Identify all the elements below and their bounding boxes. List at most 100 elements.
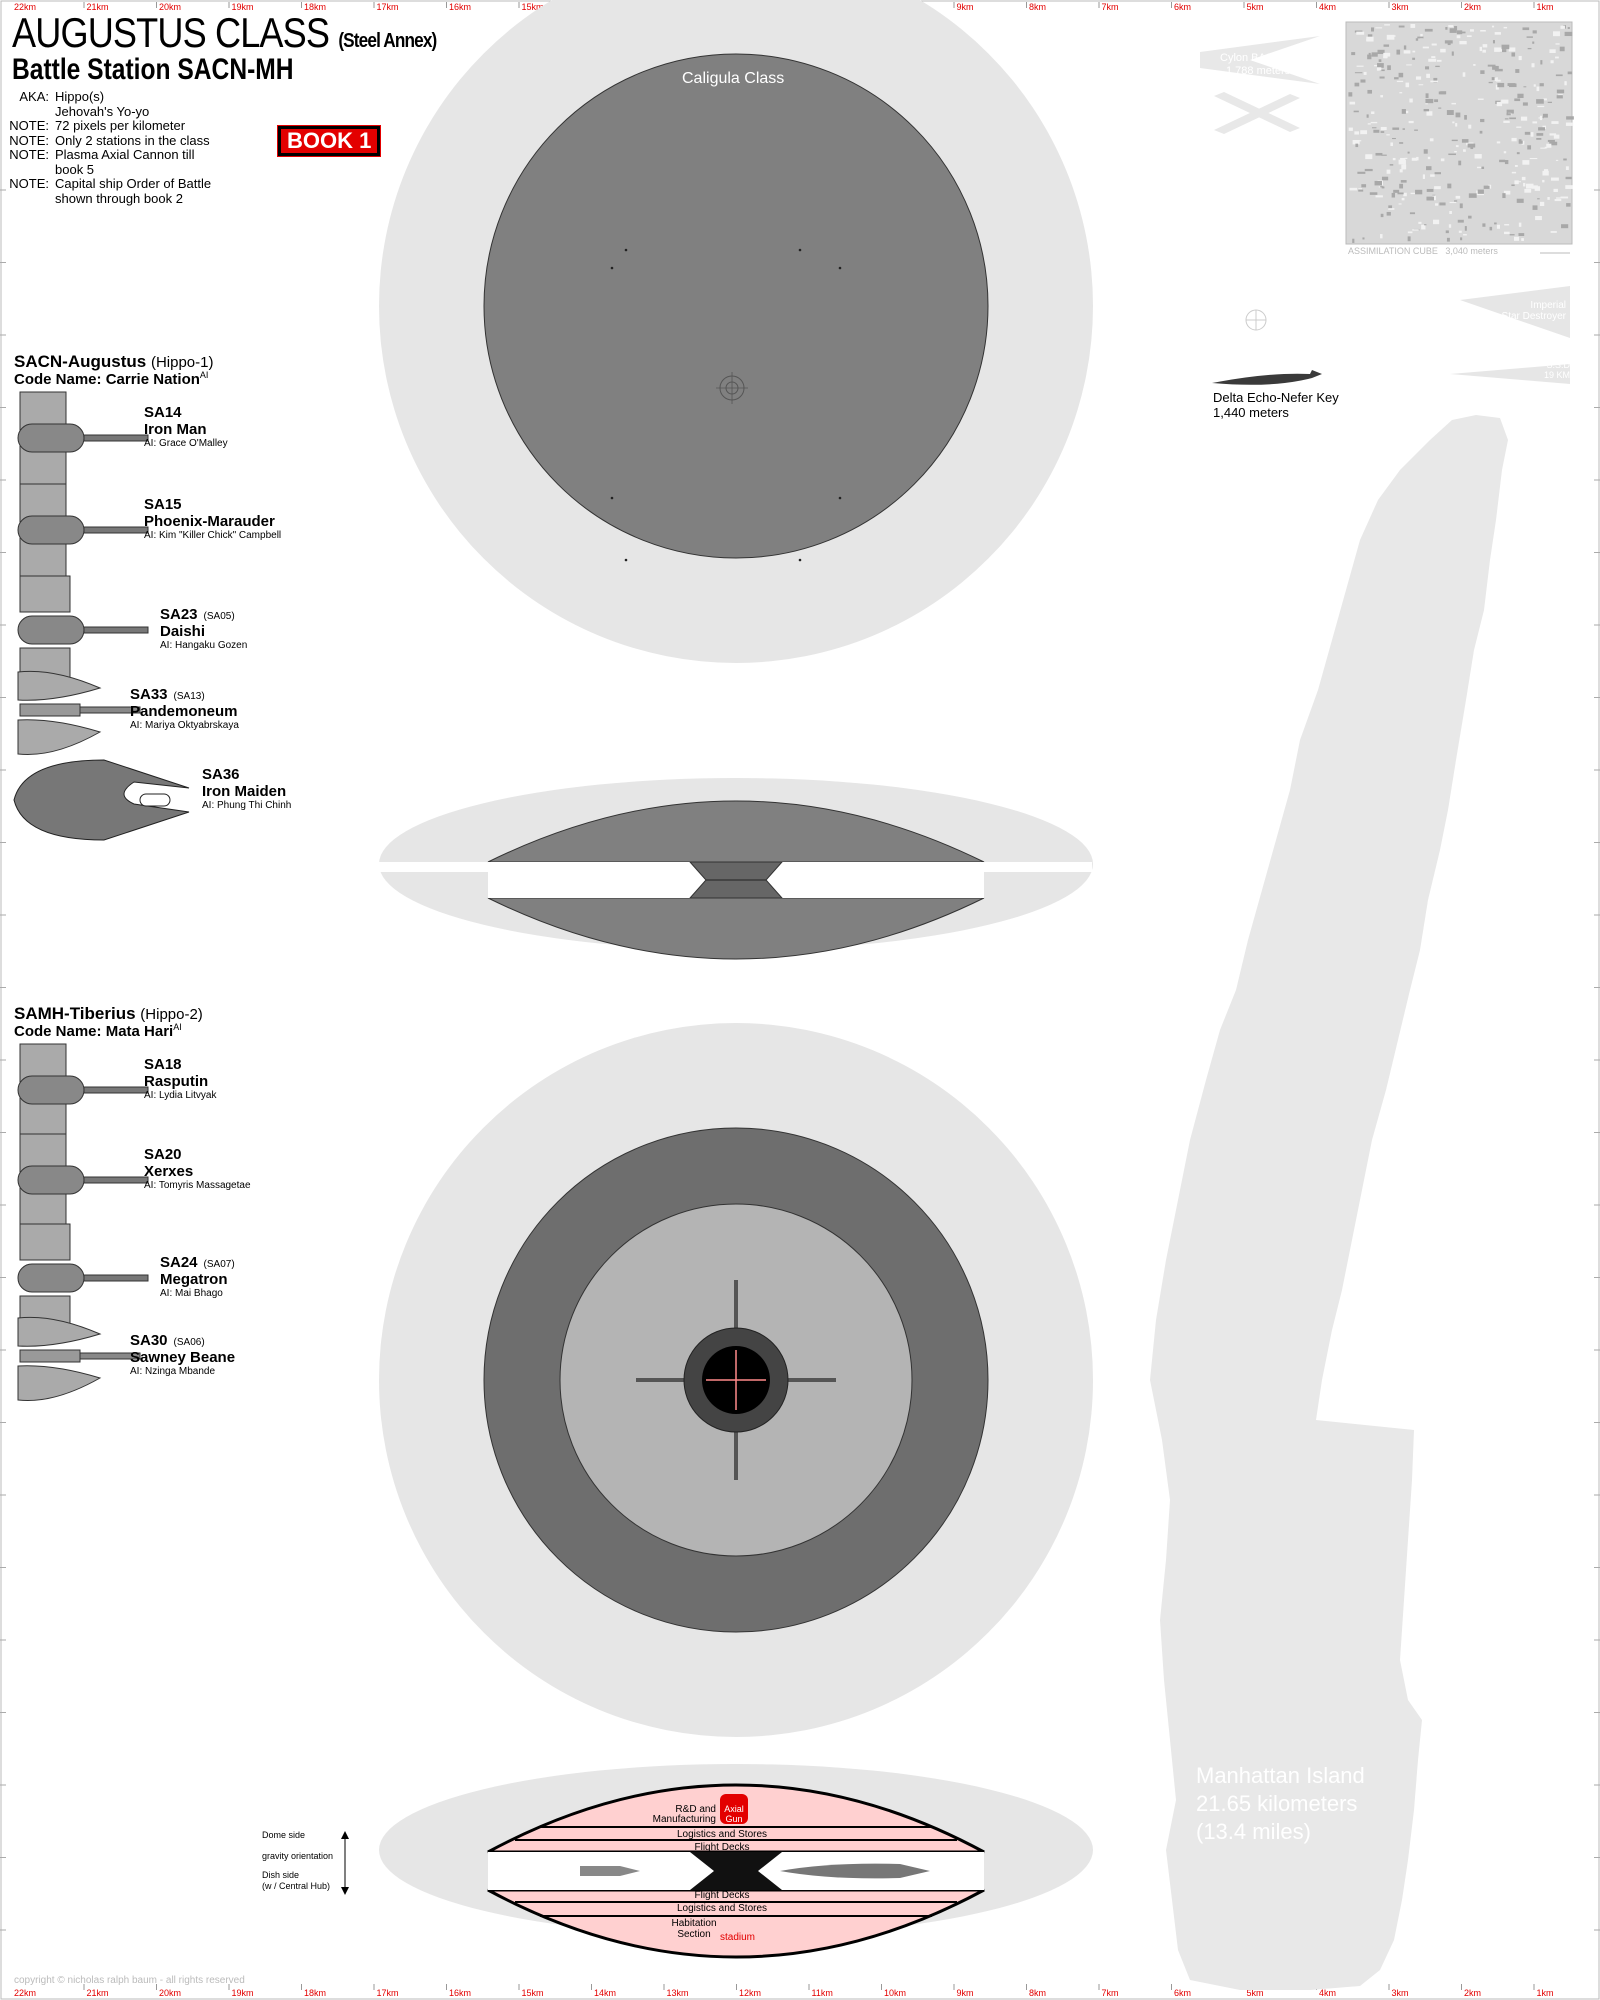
- page-title: AUGUSTUS CLASS (Steel Annex): [12, 9, 437, 62]
- star-destroyer-silhouette: [1460, 286, 1570, 338]
- ruler-label: 13km: [667, 1988, 689, 1998]
- rd-line-1: R&D and: [675, 1804, 716, 1815]
- axial-line-2: Gun: [725, 1814, 743, 1824]
- note-line: book 5: [5, 161, 265, 178]
- ship-id-text: SA24: [160, 1254, 198, 1271]
- assimilation-cube: [1345, 21, 1574, 245]
- ship-alt-id: (SA13): [173, 691, 205, 702]
- ship-name: Phoenix-Marauder: [144, 513, 275, 530]
- code-label: Code Name:: [14, 1023, 102, 1040]
- manhattan-island-silhouette: [1150, 415, 1508, 1990]
- ruler-label: 10km: [884, 1988, 906, 1998]
- ruler-label: 1km: [1537, 1988, 1554, 1998]
- ruler-label: 7km: [1102, 1988, 1119, 1998]
- ship-id-text: SA20: [144, 1146, 182, 1163]
- ship-id-text: SA33: [130, 686, 168, 703]
- book-badge: BOOK 1: [276, 125, 382, 157]
- station-heading: SACN-Augustus (Hippo-1): [14, 352, 213, 372]
- ship-id: SA24 (SA07): [160, 1254, 235, 1271]
- note-text: Only 2 stations in the class: [55, 132, 210, 148]
- cube-size: 3,040 meters: [1445, 246, 1498, 256]
- ruler-label: 2km: [1464, 2, 1481, 12]
- ship-id: SA20: [144, 1146, 251, 1163]
- ship-id: SA15: [144, 496, 281, 513]
- ship-alt-id: (SA07): [203, 1259, 235, 1270]
- logistics-bottom-label: Logistics and Stores: [676, 1903, 768, 1914]
- ship-name: Pandemoneum: [130, 703, 238, 720]
- ship-ai: AI: Nzinga Mbande: [130, 1366, 216, 1377]
- cylon-basestar-ghost: [1200, 36, 1320, 134]
- note-key: AKA:: [19, 89, 49, 104]
- ruler-label: 12km: [739, 1988, 761, 1998]
- note-key: NOTE:: [9, 147, 49, 162]
- axial-gun-label: Axial Gun: [722, 1804, 746, 1824]
- code-value: Mata Hari: [105, 1023, 174, 1040]
- ship-ai: AI: Tomyris Massagetae: [144, 1180, 251, 1191]
- ship-name: Iron Maiden: [202, 783, 287, 800]
- note-text: shown through book 2: [55, 190, 183, 206]
- isd-line-1: Imperial: [1530, 300, 1566, 311]
- ruler-label: 15km: [522, 2, 544, 12]
- ruler-label: 16km: [449, 2, 471, 12]
- ship-ai: AI: Kim "Killer Chick" Campbell: [144, 530, 282, 541]
- ruler-label: 6km: [1174, 2, 1191, 12]
- ruler-label: 16km: [449, 1988, 471, 1998]
- ruler-label: 14km: [594, 1988, 616, 1998]
- ruler-label: 6km: [1174, 1988, 1191, 1998]
- ruler-label: 1km: [1537, 2, 1554, 12]
- ship-icon-big: [17, 1223, 149, 1333]
- code-sup: AI: [173, 1022, 182, 1032]
- delta-name: Delta Echo-Nefer Key: [1213, 390, 1339, 405]
- ruler-label: 8km: [1029, 2, 1046, 12]
- ruler-label: 3km: [1392, 2, 1409, 12]
- ship-icon-hex: [17, 391, 149, 485]
- ship-icon-hex: [17, 483, 149, 577]
- orientation-legend: Dome side gravity orientation Dish side …: [262, 1830, 333, 1892]
- ruler-label: 7km: [1102, 2, 1119, 12]
- ship-name: Megatron: [160, 1271, 228, 1288]
- ship-alt-id: (SA06): [173, 1337, 205, 1348]
- dish-hub-label: (w / Central Hub): [262, 1881, 331, 1891]
- cube-label: ASSIMILATION CUBE 3,040 meters: [1348, 246, 1498, 256]
- ssd-line-1: S.S.D: [1546, 360, 1570, 370]
- delta-label: Delta Echo-Nefer Key 1,440 meters: [1213, 390, 1339, 420]
- ruler-label: 19km: [232, 1988, 254, 1998]
- ruler-label: 22km: [14, 1988, 36, 1998]
- ship-icon-wing: [17, 1316, 141, 1401]
- station-code-name: Code Name: Mata HariAI: [14, 1022, 182, 1040]
- ship-ai: AI: Mai Bhago: [160, 1288, 223, 1299]
- ship-id-text: SA18: [144, 1056, 182, 1073]
- note-line: NOTE:Only 2 stations in the class: [5, 132, 265, 149]
- ship-id-text: SA36: [202, 766, 240, 783]
- rd-line-2: Manufacturing: [652, 1814, 716, 1825]
- ship-icon-wing: [17, 670, 141, 755]
- note-text: 72 pixels per kilometer: [55, 118, 186, 133]
- ruler-label: 15km: [522, 1988, 544, 1998]
- ship-ai: AI: Grace O'Malley: [144, 438, 228, 449]
- cube-name: ASSIMILATION CUBE: [1348, 246, 1438, 256]
- ruler-side-ticks: [0, 189, 1600, 1931]
- gravity-label: gravity orientation: [262, 1851, 334, 1861]
- title-main: AUGUSTUS CLASS: [12, 9, 330, 56]
- station-hippo: (Hippo-1): [150, 354, 214, 371]
- cylon-size-label: 1,788 meters: [1226, 65, 1291, 77]
- ship-name: Xerxes: [144, 1163, 194, 1180]
- ship-id: SA36: [202, 766, 291, 783]
- habitation-line-1: Habitation: [671, 1918, 717, 1929]
- ruler-label: 4km: [1319, 2, 1336, 12]
- note-text: Jehovah's Yo-yo: [55, 103, 150, 119]
- note-text: book 5: [55, 161, 95, 177]
- delta-size: 1,440 meters: [1213, 405, 1289, 420]
- ruler-label: 8km: [1029, 1988, 1046, 1998]
- ship-ai: AI: Lydia Litvyak: [144, 1090, 217, 1101]
- ruler-label: 21km: [87, 2, 109, 12]
- ruler-label: 19km: [232, 2, 254, 12]
